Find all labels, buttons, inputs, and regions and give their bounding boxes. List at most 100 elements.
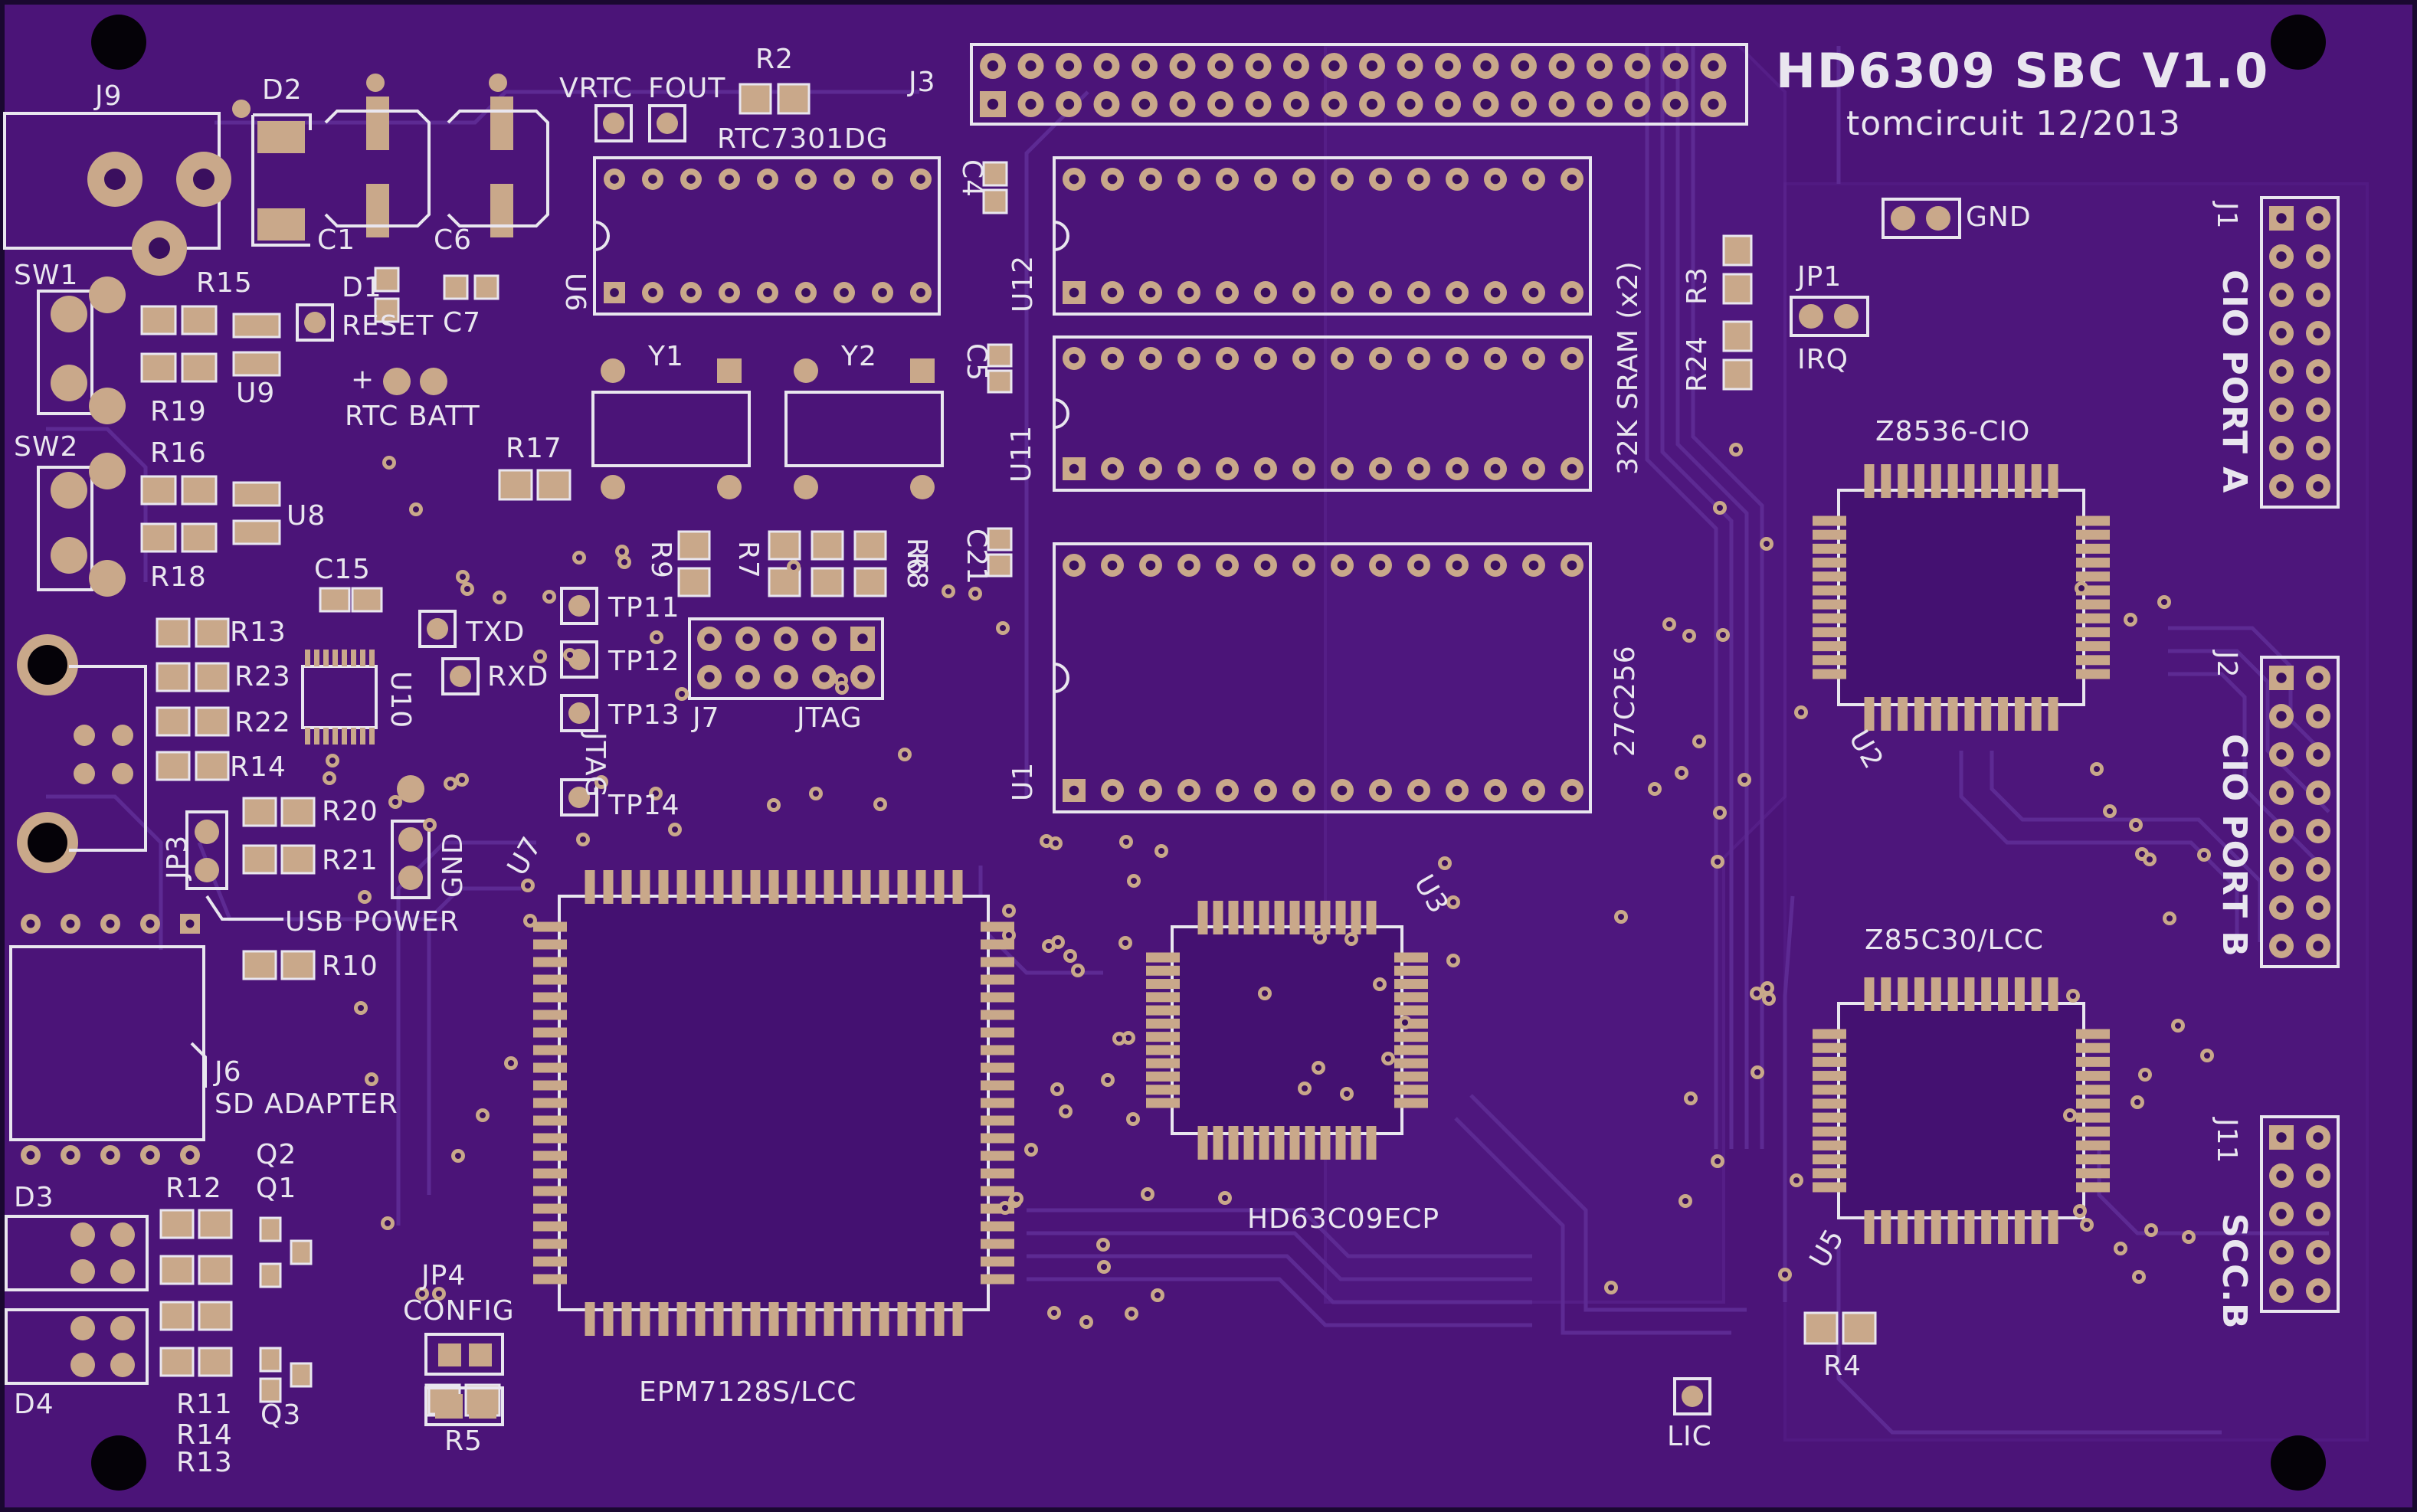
label-r24: R24 — [1682, 335, 1713, 392]
label-r13b: R13 — [176, 1447, 233, 1478]
plcc-sockets — [533, 464, 2110, 1336]
label-sd-adapter: SD ADAPTER — [215, 1088, 398, 1120]
label-sw1: SW1 — [14, 260, 79, 291]
label-q3: Q3 — [260, 1399, 302, 1431]
label-u9: U9 — [236, 378, 276, 409]
label-c5: C5 — [961, 343, 992, 382]
label-r11: R11 — [176, 1389, 233, 1420]
label-cio-port-a: CIO PORT A — [2215, 270, 2254, 494]
label-r14b: R14 — [176, 1419, 233, 1451]
label-config: CONFIG — [403, 1295, 515, 1327]
label-u12: U12 — [1007, 254, 1039, 313]
label-jp4: JP4 — [421, 1260, 467, 1291]
label-jtag: JTAG — [797, 702, 863, 734]
label-d4: D4 — [14, 1389, 54, 1420]
label-scc-b: SCC.B — [2215, 1213, 2254, 1330]
label-d1: D1 — [342, 272, 382, 303]
label-j11: J11 — [2211, 1118, 2242, 1164]
label-c15: C15 — [314, 554, 371, 585]
j7-jtag-header — [688, 617, 884, 700]
label-tp11: TP11 — [608, 592, 680, 623]
label-jp1: JP1 — [1797, 261, 1842, 293]
traces — [46, 46, 2330, 1435]
label-r2: R2 — [755, 44, 794, 75]
label-u8: U8 — [287, 500, 326, 532]
label-r8: R8 — [901, 551, 932, 590]
label-r9: R9 — [645, 541, 676, 579]
label-vrtc: VRTC — [559, 73, 634, 104]
label-fout: FOUT — [648, 73, 726, 104]
label-r12: R12 — [165, 1173, 222, 1204]
label-j9: J9 — [95, 80, 123, 112]
test-pads — [185, 104, 1961, 1415]
label-sram: 32K SRAM (x2) — [1613, 260, 1644, 475]
label-epm7128: EPM7128S/LCC — [639, 1376, 857, 1408]
label-txd: TXD — [466, 617, 526, 648]
board-title: HD6309 SBC V1.0 — [1776, 43, 2270, 99]
label-c4: C4 — [956, 159, 987, 198]
label-d2: D2 — [262, 74, 303, 106]
label-c6: C6 — [434, 224, 473, 256]
label-r22: R22 — [234, 707, 291, 738]
switches — [37, 277, 126, 597]
label-q2: Q2 — [256, 1139, 297, 1170]
label-q1: Q1 — [256, 1173, 297, 1204]
label-j3: J3 — [909, 67, 936, 98]
label-hd63c09: HD63C09ECP — [1247, 1203, 1440, 1235]
label-27c256: 27C256 — [1610, 645, 1641, 757]
label-tp12: TP12 — [608, 646, 680, 677]
label-rxd: RXD — [487, 661, 549, 692]
j3-pin-header — [970, 43, 1748, 126]
label-j6: J6 — [215, 1056, 242, 1088]
label-u11: U11 — [1006, 424, 1037, 483]
label-z85c30: Z85C30/LCC — [1865, 925, 2044, 956]
label-r20: R20 — [322, 796, 378, 827]
label-y2: Y2 — [841, 341, 877, 372]
label-rtc-plus: + — [351, 364, 375, 395]
silk-leaders — [190, 895, 283, 1088]
mounting-hole-icon — [2271, 1435, 2326, 1491]
label-r5: R5 — [444, 1425, 483, 1457]
label-gnd-top: GND — [1966, 201, 2032, 233]
label-rtc-batt: RTC BATT — [345, 401, 480, 432]
label-r10: R10 — [322, 951, 378, 982]
mounting-hole-icon — [91, 1435, 146, 1491]
label-c1: C1 — [317, 224, 356, 256]
label-j7: J7 — [693, 702, 720, 734]
label-r19: R19 — [150, 396, 207, 427]
label-rtc7301: RTC7301DG — [717, 123, 889, 155]
label-u6: U6 — [559, 273, 591, 313]
mounting-hole-icons — [91, 15, 2326, 1491]
label-tp14: TP14 — [608, 790, 680, 821]
label-jp3: JP3 — [162, 834, 193, 879]
label-reset: RESET — [342, 310, 434, 342]
jp4-config — [424, 1333, 504, 1426]
side-headers — [2260, 196, 2340, 1313]
label-r14a: R14 — [230, 751, 287, 783]
via-icons — [323, 443, 2214, 1329]
label-usb-power: USB POWER — [285, 906, 460, 938]
label-cio-port-b: CIO PORT B — [2215, 734, 2254, 957]
label-c7: C7 — [443, 307, 482, 339]
label-d3: D3 — [14, 1182, 54, 1213]
j9-power-jack — [3, 112, 231, 276]
label-u10: U10 — [385, 671, 416, 729]
label-tp13: TP13 — [608, 699, 680, 731]
mounting-hole-icon — [91, 15, 146, 70]
label-u1: U1 — [1007, 761, 1039, 801]
j6-sd-adapter — [9, 914, 205, 1165]
dip-sockets — [593, 156, 1592, 813]
label-c21: C21 — [961, 529, 992, 585]
crystals — [591, 358, 944, 499]
label-jtag-vertical: JTAG — [579, 732, 611, 798]
label-r18: R18 — [150, 561, 207, 593]
label-r13a: R13 — [230, 617, 287, 648]
power-section — [232, 74, 549, 247]
label-z8536: Z8536-CIO — [1875, 416, 2031, 447]
label-r4: R4 — [1823, 1350, 1862, 1382]
label-r3: R3 — [1682, 267, 1713, 305]
label-lic: LIC — [1667, 1421, 1712, 1452]
label-irq: IRQ — [1797, 344, 1849, 375]
board-subtitle: tomcircuit 12/2013 — [1846, 104, 2181, 143]
